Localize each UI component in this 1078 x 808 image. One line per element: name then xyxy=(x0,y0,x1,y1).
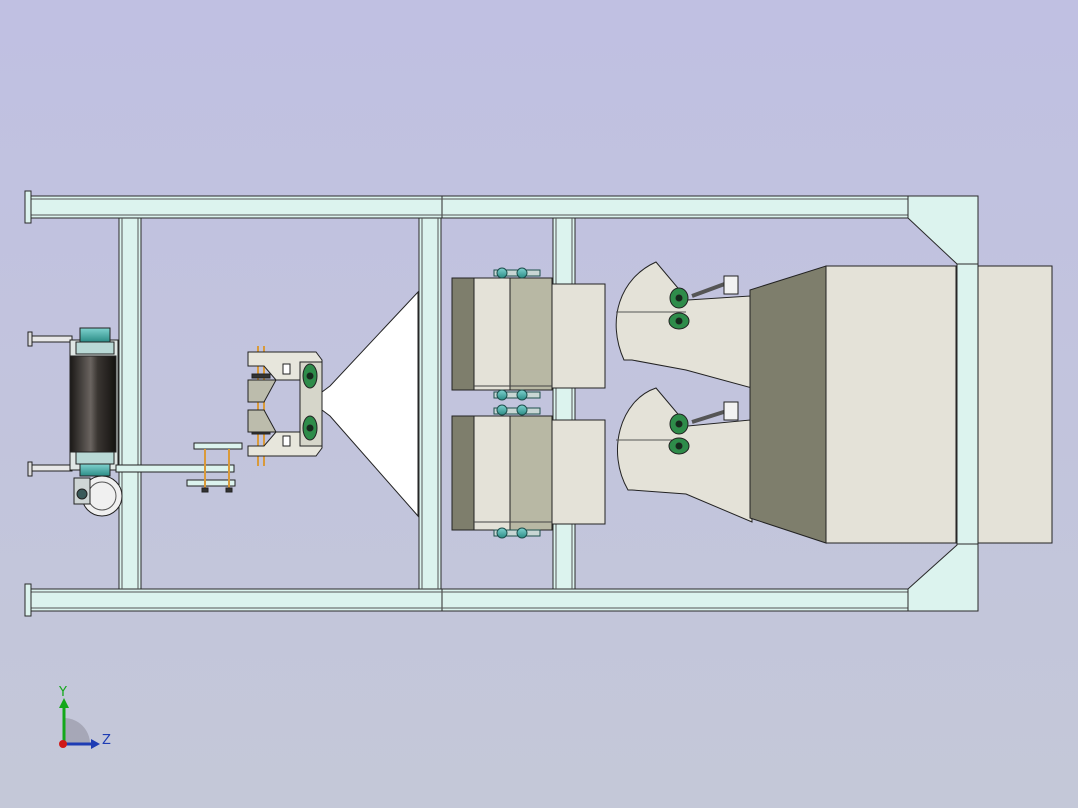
x-axis-dot xyxy=(59,740,67,748)
post-1[interactable] xyxy=(118,217,142,590)
drive-roller-assembly[interactable] xyxy=(27,327,123,517)
discharge-box[interactable] xyxy=(825,265,957,544)
discharge-housing[interactable] xyxy=(749,265,1053,544)
end-frame-post[interactable] xyxy=(956,263,979,545)
top-rail-endcap xyxy=(24,190,32,224)
post-2[interactable] xyxy=(418,217,442,590)
z-axis-label: Z xyxy=(102,733,111,748)
roll-unit-lower[interactable] xyxy=(451,415,606,531)
y-axis-label: Y xyxy=(58,685,67,700)
jaw-lower[interactable] xyxy=(616,387,753,523)
motor-bracket[interactable] xyxy=(115,442,243,493)
hopper-cone[interactable] xyxy=(321,290,419,518)
roll-unit-upper[interactable] xyxy=(451,277,606,391)
view-orientation-triad[interactable]: Y Z xyxy=(48,684,128,754)
discharge-taper[interactable] xyxy=(749,265,827,544)
bottom-rail-endcap xyxy=(24,583,32,617)
feed-clamp[interactable] xyxy=(247,346,323,466)
end-frame-bottom-gusset[interactable] xyxy=(907,542,979,612)
discharge-outlet[interactable] xyxy=(977,265,1053,544)
jaw-upper[interactable] xyxy=(615,261,753,389)
sprockets xyxy=(493,267,541,539)
end-frame-top-gusset[interactable] xyxy=(907,195,979,267)
drum-roller[interactable] xyxy=(69,355,117,453)
